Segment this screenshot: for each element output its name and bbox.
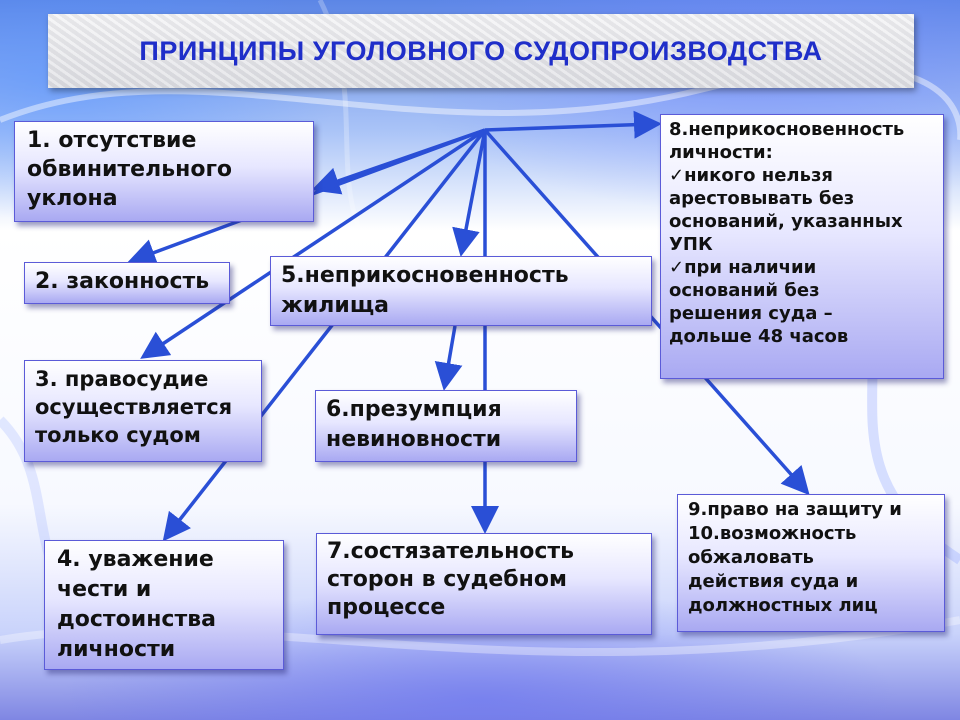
principle-1-label: 1. отсутствие обвинительного уклона [27,128,233,211]
arrow-to-principle-6 [434,325,463,391]
principle-9-10-label: 9.право на защиту и 10.возможность обжал… [688,499,902,616]
principle-5-box: 5.неприкосновенность жилища [270,256,652,326]
principle-5-label: 5.неприкосновенность жилища [281,263,569,318]
principle-8-item-text: при наличии оснований без решения суда –… [669,257,849,347]
principle-7-label: 7.состязательность сторон в судебном про… [327,539,575,620]
principle-8-item: ✓никого нельзя арестовывать без основани… [669,164,935,256]
principle-3-label: 3. правосудие осуществляется только судо… [35,367,233,447]
principle-2-box: 2. законность [24,262,230,304]
principle-8-item-text: никого нельзя арестовывать без оснований… [669,165,903,255]
principle-7-box: 7.состязательность сторон в судебном про… [316,533,652,635]
arrow-to-principle-1 [311,128,486,195]
title-banner: ПРИНЦИПЫ УГОЛОВНОГО СУДОПРОИЗВОДСТВА [48,14,914,88]
principle-6-box: 6.презумпция невиновности [315,390,577,462]
arrow-to-principle-8 [484,110,662,139]
principle-8-item: ✓при наличии оснований без решения суда … [669,256,935,348]
principle-1-box: 1. отсутствие обвинительного уклона [14,121,314,222]
check-mark-icon: ✓ [669,165,685,186]
principle-2-label: 2. законность [35,269,210,294]
principle-4-label: 4. уважение чести и достоинства личности [57,547,216,662]
principle-9-10-box: 9.право на защиту и 10.возможность обжал… [677,494,945,632]
principle-4-box: 4. уважение чести и достоинства личности [44,540,284,670]
page-title: ПРИНЦИПЫ УГОЛОВНОГО СУДОПРОИЗВОДСТВА [139,35,823,66]
principle-6-label: 6.презумпция невиновности [326,397,502,452]
principle-3-box: 3. правосудие осуществляется только судо… [24,360,262,462]
check-mark-icon: ✓ [669,257,685,278]
principle-8-heading: 8.неприкосновенность личности: [669,119,905,163]
arrow-to-principle-5 [452,129,487,257]
principle-8-box: 8.неприкосновенность личности: ✓никого н… [660,114,944,379]
